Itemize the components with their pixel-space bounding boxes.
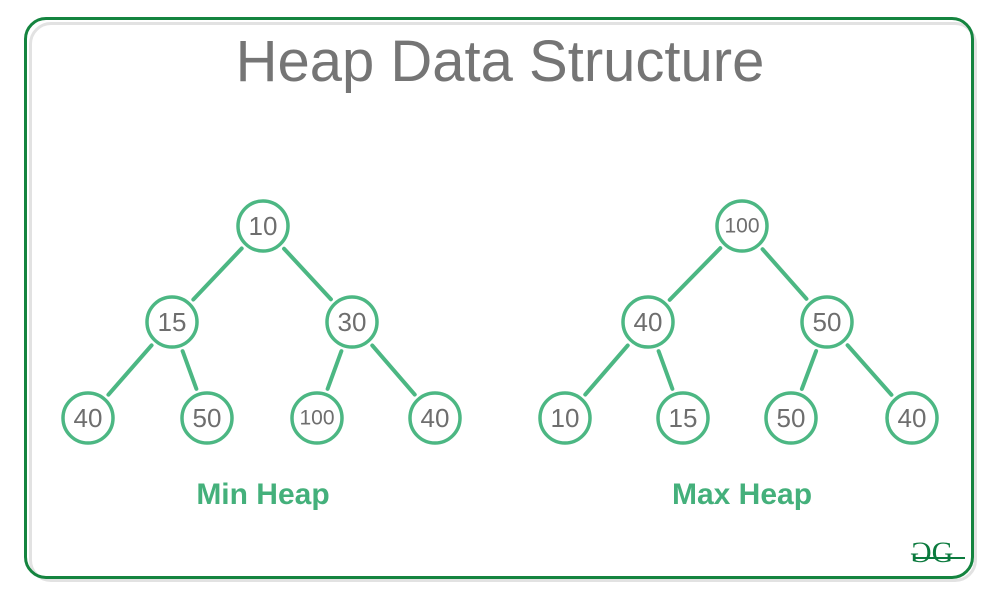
logo-right-g: G [931, 536, 954, 569]
node-value: 50 [813, 307, 842, 337]
node-value: 40 [74, 403, 103, 433]
tree-edge [325, 349, 344, 391]
node-circle [885, 391, 939, 445]
tree-node[interactable]: 50 [764, 391, 818, 445]
node-value: 10 [249, 211, 278, 241]
diagram-frame-border [24, 17, 974, 579]
tree-node[interactable]: 50 [180, 391, 234, 445]
node-circle [621, 295, 675, 349]
tree-edge [370, 343, 417, 397]
tree-node[interactable]: 40 [885, 391, 939, 445]
min-heap-caption: Min Heap [196, 478, 330, 511]
node-value: 50 [777, 403, 806, 433]
node-value: 100 [724, 215, 759, 238]
node-circle [180, 391, 234, 445]
tree-edge [106, 343, 154, 397]
tree-node[interactable]: 15 [145, 295, 199, 349]
node-value: 15 [669, 403, 698, 433]
min-heap-edges [106, 246, 417, 397]
tree-edge [282, 246, 333, 302]
node-circle [764, 391, 818, 445]
tree-node[interactable]: 30 [325, 295, 379, 349]
geeksforgeeks-logo: GG [912, 536, 974, 576]
frame-shadow [29, 22, 977, 582]
tree-node[interactable]: 50 [800, 295, 854, 349]
tree-edge [760, 247, 809, 301]
node-circle [325, 295, 379, 349]
node-circle [656, 391, 710, 445]
tree-edge [583, 343, 630, 397]
node-value: 10 [551, 403, 580, 433]
node-circle [145, 295, 199, 349]
node-circle [538, 391, 592, 445]
node-value: 50 [193, 403, 222, 433]
tree-edge [191, 246, 244, 302]
max-heap-caption: Max Heap [671, 478, 813, 511]
node-value: 40 [634, 307, 663, 337]
node-value: 30 [338, 307, 367, 337]
node-value: 100 [299, 407, 334, 430]
tree-node[interactable]: 10 [236, 199, 290, 253]
tree-edge [180, 349, 199, 391]
tree-edge [845, 343, 894, 397]
tree-edge [667, 246, 723, 302]
node-circle [715, 199, 769, 253]
page-title: Heap Data Structure [235, 29, 765, 94]
min-heap-tree: 10 15 30 40 50 100 40 [61, 199, 462, 445]
logo-strike [913, 557, 965, 559]
tree-edge [656, 349, 675, 391]
tree-edge [799, 349, 819, 391]
tree-node[interactable]: 40 [408, 391, 462, 445]
tree-node[interactable]: 100 [290, 391, 344, 445]
node-circle [408, 391, 462, 445]
max-heap-edges [583, 246, 894, 397]
max-heap-tree: 100 40 50 10 15 50 40 [538, 199, 939, 445]
tree-node[interactable]: 10 [538, 391, 592, 445]
node-value: 40 [898, 403, 927, 433]
tree-node[interactable]: 15 [656, 391, 710, 445]
tree-node[interactable]: 40 [621, 295, 675, 349]
node-value: 15 [158, 307, 187, 337]
logo-left-g: G [912, 536, 932, 569]
tree-node[interactable]: 40 [61, 391, 115, 445]
logo-glyphs: GG [912, 536, 954, 569]
node-circle [290, 391, 344, 445]
tree-node[interactable]: 100 [715, 199, 769, 253]
node-value: 40 [421, 403, 450, 433]
node-circle [800, 295, 854, 349]
node-circle [236, 199, 290, 253]
node-circle [61, 391, 115, 445]
